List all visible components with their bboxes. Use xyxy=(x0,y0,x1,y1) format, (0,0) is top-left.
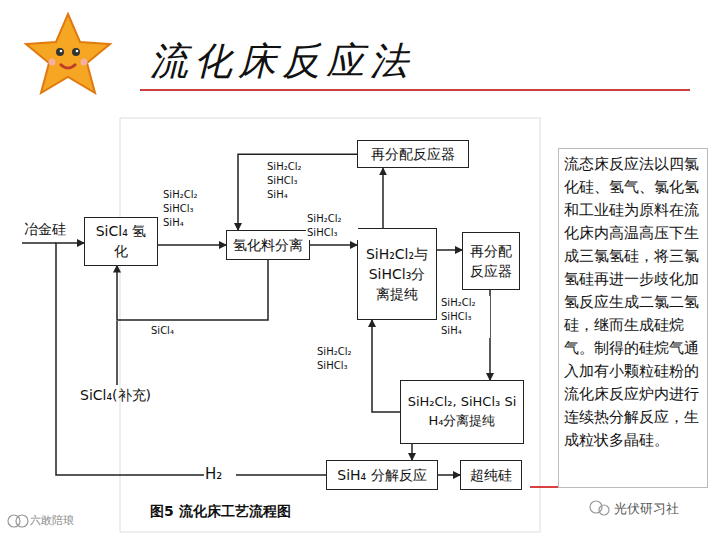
box-text: 氢化料分离 xyxy=(233,235,303,255)
watermark: 六敢陪琅 xyxy=(30,513,74,528)
figure-caption: 图5 流化床工艺流程图 xyxy=(150,503,291,521)
stream-label: SiH₂Cl₂ SiHCl₃ SiH₄ xyxy=(266,160,320,202)
stream-label: SiH₂Cl₂ SiHCl₃ SiH₄ xyxy=(440,296,490,338)
figure-frame xyxy=(120,118,540,532)
flow-arrow xyxy=(56,243,326,475)
box-text: 超纯硅 xyxy=(470,465,512,485)
watermark-icon xyxy=(8,501,609,527)
stream-label: H₂ xyxy=(204,464,236,484)
box-text: 流态床反应法以四氯化硅、氢气、氯化氢和工业硅为原料在流化床内高温高压下生成三氯氢… xyxy=(564,153,702,452)
feed-line xyxy=(22,242,56,244)
flow-arrow xyxy=(158,244,226,246)
star-mascot xyxy=(26,14,110,93)
process-box: 超纯硅 xyxy=(460,460,522,490)
text-panel: 流态床反应法以四氯化硅、氢气、氯化氢和工业硅为原料在流化床内高温高压下生成三氯氢… xyxy=(558,148,708,488)
makeup-line xyxy=(116,321,118,385)
stream-label: SiH₂Cl₂ SiHCl₃ xyxy=(316,345,370,373)
flow-arrow xyxy=(372,320,400,412)
process-box: SiH₂Cl₂, SiHCl₃ SiH₄分离提纯 xyxy=(400,380,524,444)
watermark: 光伏研习社 xyxy=(614,500,679,518)
process-box: SiCl₄ 氢化 xyxy=(84,217,158,266)
box-text: 再分配反应器 xyxy=(371,144,455,164)
input-label: 冶金硅 xyxy=(24,221,66,239)
flow-arrow xyxy=(310,244,357,246)
process-box: 再分配反应器 xyxy=(462,232,520,290)
slide-title: 流化床反应法 xyxy=(150,36,414,87)
input-label: SiCl₄(补充) xyxy=(80,387,151,405)
box-text: 再分配反应器 xyxy=(467,241,515,282)
process-box: 再分配反应器 xyxy=(357,140,469,168)
box-text: SiCl₄ 氢化 xyxy=(89,221,153,262)
flow-arrow xyxy=(411,444,413,460)
box-text: SiH₄ 分解反应 xyxy=(337,465,426,485)
process-box: SiH₂Cl₂与SiHCl₃分离提纯 xyxy=(357,228,437,320)
flow-arrow xyxy=(382,168,384,228)
process-box: SiH₄ 分解反应 xyxy=(326,460,438,490)
box-text: SiH₂Cl₂, SiHCl₃ SiH₄分离提纯 xyxy=(405,393,519,431)
stream-label: SiH₂Cl₂ SiHCl₃ xyxy=(306,212,358,240)
process-box: 氢化料分离 xyxy=(226,230,310,260)
title-rule xyxy=(140,89,690,91)
flow-arrow xyxy=(438,474,460,476)
flow-arrow xyxy=(117,260,268,320)
flow-arrow xyxy=(437,249,462,251)
box-text: SiH₂Cl₂与SiHCl₃分离提纯 xyxy=(362,244,432,305)
stream-label: SiCl₄ xyxy=(150,324,192,338)
stream-label: SiH₂Cl₂ SiHCl₃ SiH₄ xyxy=(162,188,216,230)
